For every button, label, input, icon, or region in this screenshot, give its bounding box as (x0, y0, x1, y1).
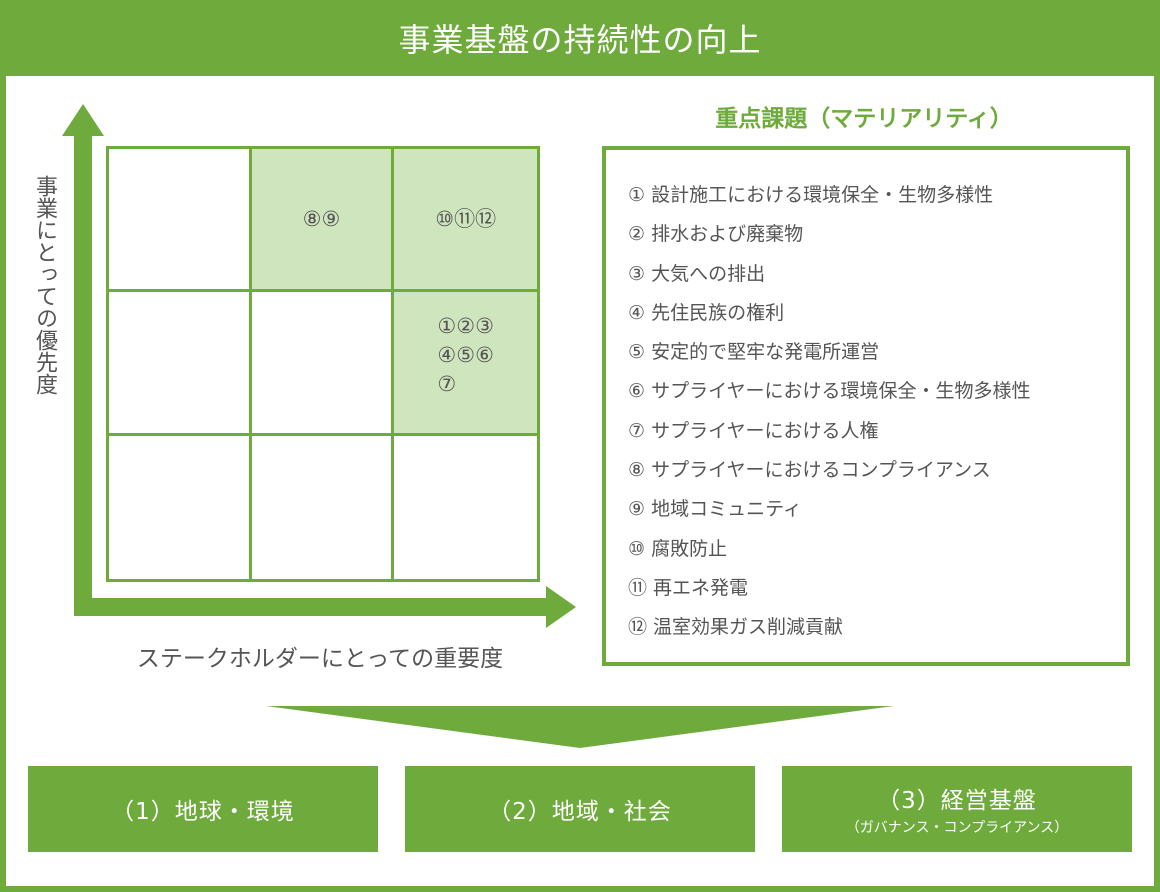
materiality-item: ⑨ 地域コミュニティ (628, 498, 802, 521)
materiality-item: ① 設計施工における環境保全・生物多様性 (628, 184, 994, 206)
matrix-cell-r2-c3: ①②③ ④⑤⑥ ⑦ (394, 292, 537, 436)
matrix-cell-r2-c2 (251, 292, 395, 436)
materiality-item: ③ 大気への排出 (628, 262, 766, 285)
category-management-foundation: （3）経営基盤 （ガバナンス・コンプライアンス） (782, 766, 1132, 852)
materiality-item: ⑦ サプライヤーにおける人権 (628, 419, 879, 442)
category-label: （3）経営基盤 (877, 788, 1037, 814)
matrix-cell-r3-c1 (109, 435, 252, 579)
matrix-cell-text: ⑩⑪⑫ (435, 207, 497, 231)
materiality-item: ⑤ 安定的で堅牢な発電所運営 (628, 341, 880, 364)
materiality-title: 重点課題（マテリアリティ） (715, 106, 1013, 132)
materiality-item: ⑩ 腐敗防止 (628, 537, 728, 560)
matrix-cell-r1-c1 (109, 149, 252, 293)
funnel-arrow (266, 706, 894, 748)
category-label: （2）地域・社会 (488, 799, 672, 825)
category-community-society: （2）地域・社会 (405, 766, 755, 852)
matrix-cell-r3-c2 (251, 435, 395, 579)
y-axis-label: 事業にとっての優先度 (32, 175, 57, 395)
matrix-cell-r1-c2: ⑧⑨ (251, 149, 395, 293)
category-label: （1）地球・環境 (111, 799, 295, 825)
materiality-item: ⑥ サプライヤーにおける環境保全・生物多様性 (628, 380, 1031, 403)
materiality-item: ⑪ 再エネ発電 (628, 576, 749, 599)
materiality-item: ② 排水および廃棄物 (628, 223, 804, 246)
y-axis-arrow (62, 104, 104, 614)
x-axis-arrow (74, 586, 576, 628)
category-earth-environment: （1）地球・環境 (28, 766, 378, 852)
page-title: 事業基盤の持続性の向上 (0, 0, 1160, 76)
x-axis-label: ステークホルダーにとっての重要度 (136, 646, 504, 672)
matrix-cell-r2-c1 (109, 292, 252, 436)
page-title-text: 事業基盤の持続性の向上 (398, 21, 762, 59)
matrix-cell-text: ①②③ ④⑤⑥ ⑦ (437, 314, 494, 397)
matrix-cell-r1-c3: ⑩⑪⑫ (394, 149, 537, 293)
category-sublabel: （ガバナンス・コンプライアンス） (845, 820, 1069, 836)
materiality-list: ① 設計施工における環境保全・生物多様性 ② 排水および廃棄物 ③ 大気への排出… (602, 146, 1130, 666)
priority-matrix: ⑧⑨ ⑩⑪⑫ ①②③ ④⑤⑥ ⑦ (106, 146, 540, 582)
materiality-item: ⑫ 温室効果ガス削減貢献 (628, 616, 844, 639)
materiality-item: ⑧ サプライヤーにおけるコンプライアンス (628, 459, 991, 482)
matrix-cell-text: ⑧⑨ (302, 207, 341, 231)
matrix-cell-r3-c3 (394, 435, 537, 579)
materiality-item: ④ 先住民族の権利 (628, 301, 785, 324)
